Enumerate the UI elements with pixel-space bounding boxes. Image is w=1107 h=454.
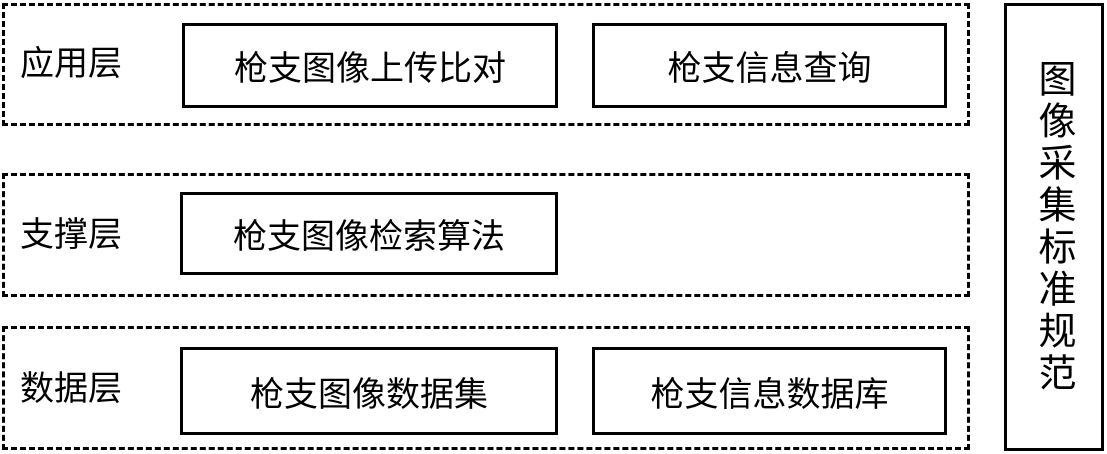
- gun-info-query-module: 枪支信息查询: [592, 23, 947, 108]
- support-layer: [2, 173, 970, 297]
- gun-image-upload-compare-module: 枪支图像上传比对: [182, 23, 558, 108]
- application-layer: [2, 3, 970, 126]
- data-layer: [2, 326, 970, 450]
- gun-image-retrieval-algorithm-module: 枪支图像检索算法: [180, 192, 558, 275]
- image-collection-standard-panel: 图像采集标准规范: [1004, 3, 1104, 451]
- application-layer-label: 应用层: [20, 44, 122, 84]
- gun-image-dataset-module: 枪支图像数据集: [180, 347, 558, 435]
- support-layer-label: 支撑层: [20, 215, 122, 255]
- gun-info-database-module: 枪支信息数据库: [592, 347, 947, 435]
- data-layer-label: 数据层: [20, 369, 122, 409]
- image-collection-standard-label: 图像采集标准规范: [1032, 59, 1076, 395]
